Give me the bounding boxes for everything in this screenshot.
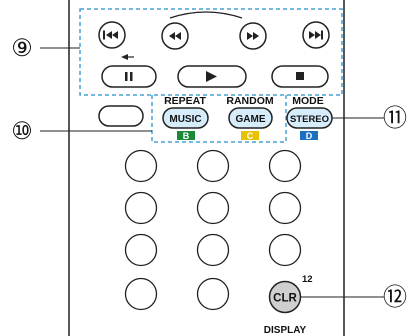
number-key[interactable] — [124, 191, 158, 225]
mode-label: MODE — [292, 95, 324, 107]
callout-11: ⑪ — [383, 105, 407, 132]
svg-text:B: B — [183, 131, 190, 141]
game-button[interactable]: GAME — [228, 107, 273, 129]
blank-button[interactable] — [98, 105, 144, 127]
number-key[interactable] — [196, 277, 230, 311]
rewind-button[interactable] — [161, 22, 189, 50]
stop-button[interactable] — [271, 65, 329, 88]
number-key[interactable] — [196, 233, 230, 267]
skip-previous-button[interactable] — [98, 21, 126, 49]
skip-next-icon — [309, 30, 323, 40]
fast-forward-button[interactable] — [239, 22, 267, 50]
numeric-keypad — [124, 149, 302, 311]
skip-previous-icon — [103, 30, 118, 40]
music-button[interactable]: MUSIC — [162, 107, 209, 129]
number-key[interactable] — [124, 277, 158, 311]
callout-9: ⑨ — [11, 35, 33, 62]
play-icon — [206, 71, 217, 82]
number-key[interactable] — [124, 233, 158, 267]
number-key[interactable] — [196, 149, 230, 183]
number-key[interactable] — [268, 233, 302, 267]
random-label: RANDOM — [226, 95, 273, 107]
game-button-label: GAME — [236, 114, 266, 125]
svg-text:C: C — [247, 131, 254, 141]
pause-indicator-mark — [121, 54, 128, 60]
number-key[interactable] — [196, 191, 230, 225]
color-key-c: C — [241, 131, 259, 141]
callout-12: ⑫ — [383, 284, 407, 311]
repeat-label: REPEAT — [164, 95, 206, 107]
music-button-label: MUSIC — [169, 114, 201, 125]
callout-10: ⑩ — [11, 118, 33, 145]
color-key-d: D — [300, 131, 318, 141]
skip-next-button[interactable] — [302, 21, 330, 49]
play-button[interactable] — [177, 65, 247, 88]
transport-keys-frame — [79, 8, 343, 96]
display-label: DISPLAY — [264, 325, 307, 336]
stereo-button-label: STEREO — [290, 114, 329, 125]
number-key[interactable] — [268, 191, 302, 225]
number-key[interactable] — [124, 149, 158, 183]
pause-button[interactable] — [101, 65, 157, 88]
svg-text:D: D — [306, 131, 313, 141]
fast-forward-icon — [247, 32, 259, 40]
stereo-button[interactable]: STEREO — [286, 107, 333, 129]
rewind-icon — [169, 32, 181, 40]
clr-button-label: CLR — [273, 293, 297, 305]
pause-icon — [125, 72, 133, 81]
clr-number-label: 12 — [302, 274, 313, 285]
color-key-b: B — [177, 131, 195, 141]
stop-icon — [296, 72, 304, 80]
clr-button[interactable]: CLR — [268, 280, 302, 314]
number-key[interactable] — [268, 149, 302, 183]
mode-keys-frame — [151, 95, 287, 143]
top-arc — [169, 11, 243, 19]
